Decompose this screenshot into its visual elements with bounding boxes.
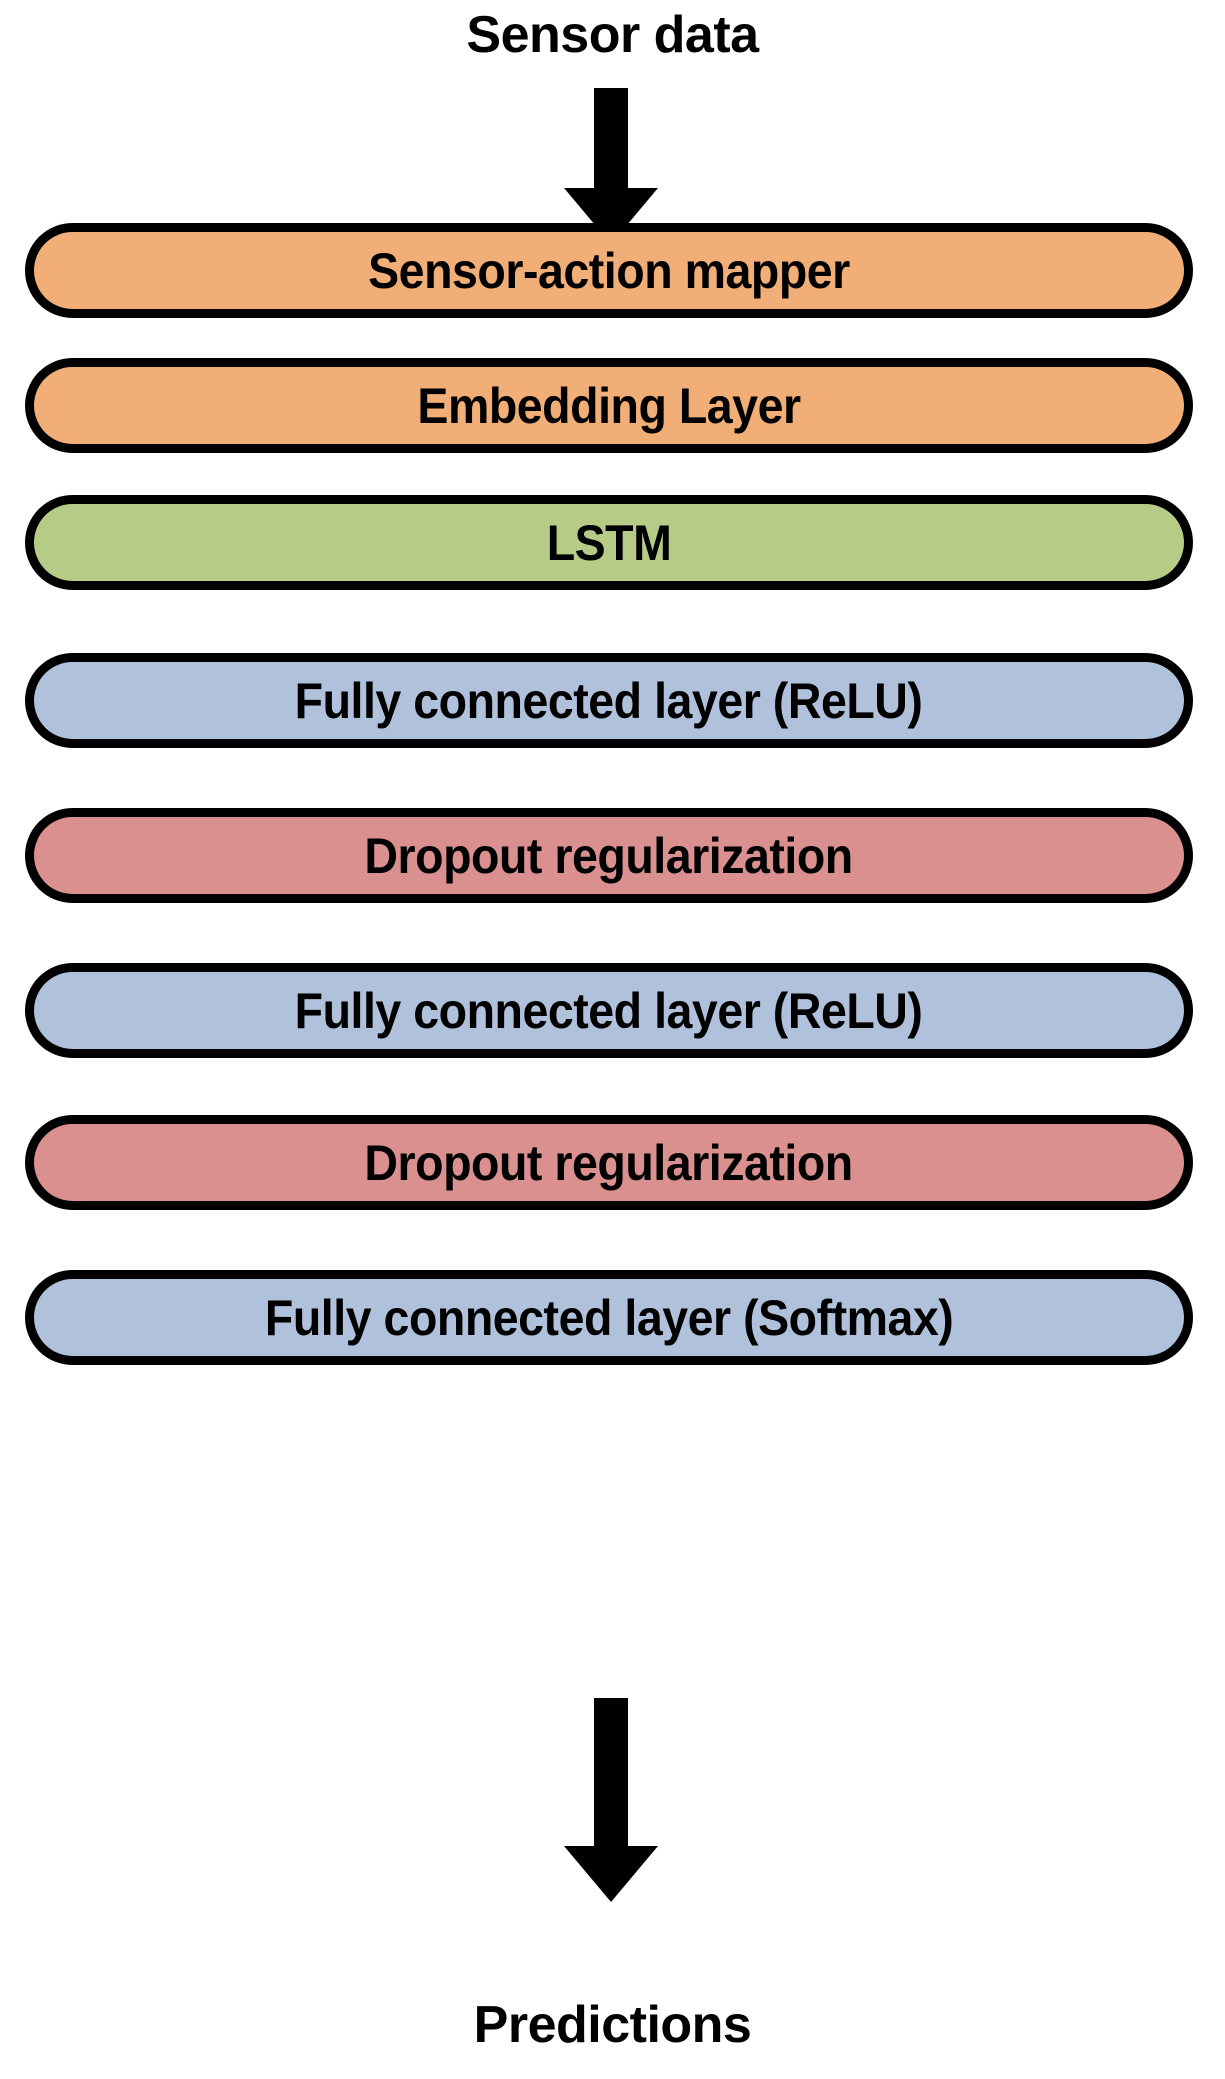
- layer-label: Embedding Layer: [417, 377, 801, 434]
- layer-box[interactable]: Dropout regularization: [25, 808, 1193, 903]
- arrow-shaft: [594, 1698, 628, 1848]
- layer-box[interactable]: Embedding Layer: [25, 358, 1193, 453]
- input-label-sensor-data: Sensor data: [466, 6, 759, 64]
- layer-box[interactable]: Fully connected layer (Softmax): [25, 1270, 1193, 1365]
- layer-label: Dropout regularization: [364, 827, 854, 884]
- layer-box[interactable]: Fully connected layer (ReLU): [25, 963, 1193, 1058]
- layer-label: Fully connected layer (ReLU): [295, 982, 923, 1039]
- layer-label: Dropout regularization: [364, 1134, 854, 1191]
- arrow-shaft: [594, 88, 628, 190]
- layer-label: LSTM: [546, 514, 672, 571]
- layer-box[interactable]: LSTM: [25, 495, 1193, 590]
- layer-label: Sensor-action mapper: [368, 242, 850, 299]
- layer-label: Fully connected layer (Softmax): [264, 1289, 954, 1346]
- layer-box[interactable]: Sensor-action mapper: [25, 223, 1193, 318]
- layer-box[interactable]: Dropout regularization: [25, 1115, 1193, 1210]
- layer-label: Fully connected layer (ReLU): [295, 672, 923, 729]
- output-label-predictions: Predictions: [473, 1996, 752, 2054]
- arrow-head: [564, 1846, 658, 1902]
- layer-box[interactable]: Fully connected layer (ReLU): [25, 653, 1193, 748]
